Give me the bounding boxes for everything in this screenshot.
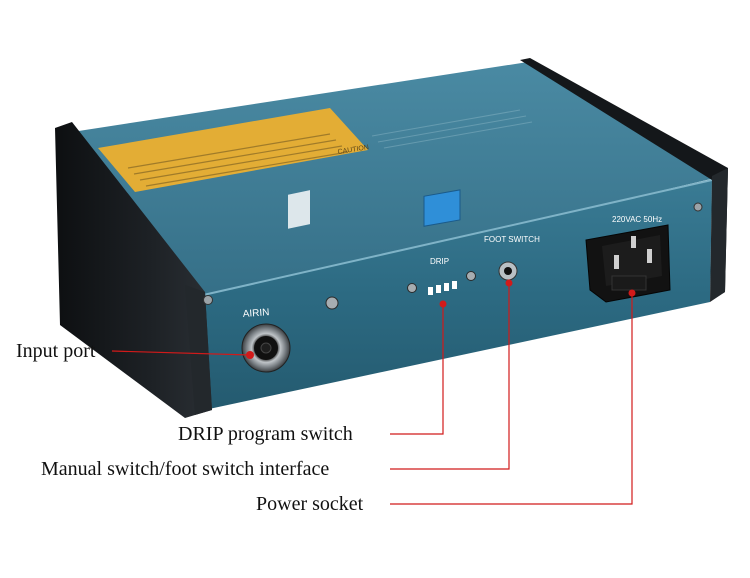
callout-input-port: Input port [16, 340, 96, 362]
warning-label-text-lines [127, 133, 349, 187]
warning-label-heading: CAUTION [337, 144, 369, 156]
dot-input-port [246, 351, 254, 359]
dot-drip-switch [439, 300, 447, 308]
leader-input-port [111, 350, 251, 356]
callout-drip-switch: DRIP program switch [178, 423, 353, 445]
device-front-panel [190, 180, 712, 412]
dot-power-socket [628, 289, 636, 297]
device-top-surface [72, 62, 715, 300]
foot-switch-label: FOOT SWITCH [484, 235, 540, 244]
drip-dip-switch [423, 189, 461, 295]
leader-drip-switch [390, 304, 444, 435]
top-surface-printed-text [371, 109, 533, 149]
serial-sticker [288, 190, 310, 229]
airin-label: AIRIN [242, 307, 269, 320]
left-end-cap-edge [185, 285, 212, 415]
top-edge-highlight [189, 179, 713, 299]
leader-lines [111, 279, 636, 505]
leader-foot-switch [390, 283, 510, 470]
callout-power-socket: Power socket [256, 493, 364, 515]
screw-right [693, 202, 703, 212]
drip-label: DRIP [430, 257, 449, 266]
left-end-cap [55, 122, 212, 418]
leader-power-socket [390, 293, 633, 505]
dot-foot-switch [505, 279, 513, 287]
screw-left [203, 295, 213, 305]
foot-switch-jack [498, 261, 518, 281]
power-socket [585, 224, 671, 303]
screw-drip-left [407, 283, 417, 293]
power-rating-label: 220VAC 50Hz [612, 215, 662, 224]
panel-screws [203, 202, 703, 310]
screw-center-left [325, 296, 339, 310]
screw-drip-right [466, 271, 476, 281]
right-end-cap-face [710, 168, 728, 302]
callout-foot-switch: Manual switch/foot switch interface [41, 458, 330, 480]
air-input-port [241, 323, 291, 373]
